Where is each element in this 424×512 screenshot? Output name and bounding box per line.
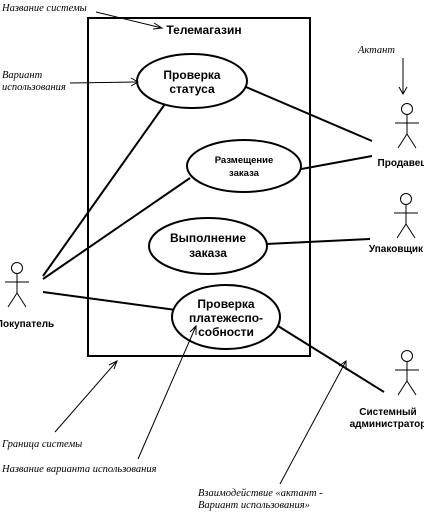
association-buyer-check-solvency: [42, 291, 177, 311]
svg-text:Выполнение: Выполнение: [170, 231, 246, 245]
system-title: Телемагазин: [166, 23, 241, 37]
association-seller-place-order: [295, 155, 373, 171]
use-case-place-order: Размещение заказа: [186, 139, 302, 193]
actor-sysadmin: Системный администратор: [350, 350, 424, 430]
svg-text:Системный: Системный: [359, 407, 416, 418]
svg-text:статуса: статуса: [169, 82, 215, 96]
svg-text:Покупатель: Покупатель: [0, 319, 54, 330]
actor-seller: Продавец: [378, 103, 424, 169]
note-use-case-name: Название варианта использования: [1, 464, 157, 475]
note-use-case-line2: использования: [2, 82, 66, 93]
svg-text:Проверка: Проверка: [163, 68, 221, 82]
note-system-boundary: Граница системы: [1, 439, 82, 450]
pointer-system-name: [95, 11, 163, 29]
use-case-fulfill-order: Выполнение заказа: [148, 217, 268, 275]
note-system-name: Название системы: [1, 3, 87, 14]
svg-text:платежеспо-: платежеспо-: [189, 311, 263, 325]
association-seller-check-status: [245, 86, 373, 142]
svg-text:Проверка: Проверка: [197, 297, 255, 311]
svg-text:заказа: заказа: [189, 246, 227, 260]
svg-text:Упаковщик: Упаковщик: [369, 244, 424, 255]
note-actor: Актант: [357, 45, 395, 56]
association-sysadmin-check-solvency: [277, 325, 385, 393]
actor-buyer: Покупатель: [0, 262, 54, 330]
actor-packer: Упаковщик: [369, 193, 424, 255]
pointer-use-case: [69, 81, 139, 84]
association-buyer-check-status: [42, 103, 166, 277]
svg-text:администратор: администратор: [350, 419, 424, 430]
svg-text:Размещение: Размещение: [215, 155, 274, 166]
svg-text:заказа: заказа: [229, 168, 260, 179]
pointer-system-boundary: [54, 360, 118, 433]
system-boundary: [87, 17, 311, 357]
pointer-interaction: [279, 360, 347, 485]
association-buyer-place-order: [42, 177, 191, 280]
association-packer-fulfill-order: [265, 238, 371, 245]
svg-text:Продавец: Продавец: [378, 158, 424, 169]
note-interaction-line1: Взаимодействие «актант -: [198, 488, 323, 499]
note-use-case-line1: Вариант: [2, 70, 43, 81]
use-case-check-solvency: Проверка платежеспо- собности: [171, 284, 281, 350]
note-interaction-line2: Вариант использования»: [198, 500, 310, 511]
svg-text:собности: собности: [198, 325, 254, 339]
use-case-check-status: Проверка статуса: [136, 53, 248, 109]
pointer-use-case-name: [137, 325, 197, 460]
